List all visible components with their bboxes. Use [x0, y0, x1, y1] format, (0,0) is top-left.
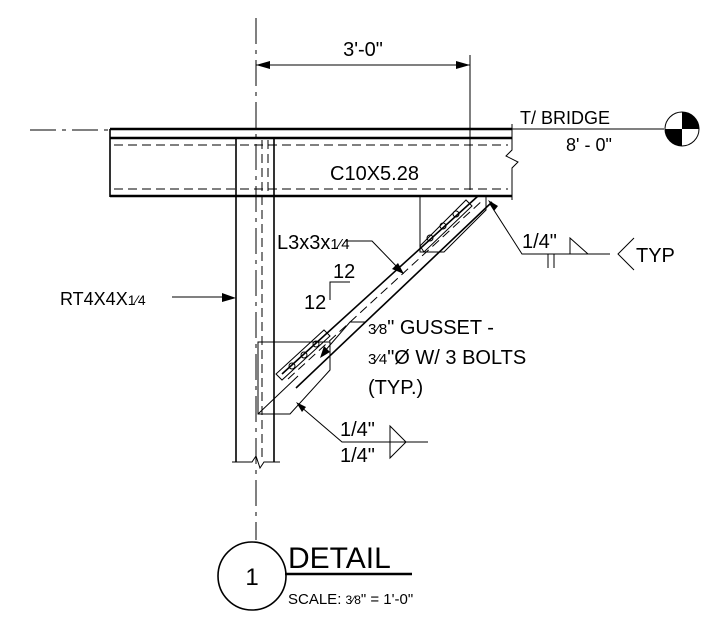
top-gusset — [419, 195, 487, 253]
gusset-line-3: (TYP.) — [368, 377, 423, 399]
tube-fraction: 1⁄4 — [128, 292, 146, 308]
weld-top-size: 1/4" — [522, 231, 557, 253]
bolt — [312, 340, 320, 348]
scale-fraction: 3⁄8 — [346, 593, 362, 607]
scale-value: " = 1'-0" — [361, 591, 413, 608]
angle-label: L3x3x — [277, 232, 330, 254]
dimension-label: 3'-0" — [343, 39, 383, 61]
elevation-marker: T/ BRIDGE 8' - 0" — [512, 108, 700, 155]
detail-number: 1 — [245, 564, 258, 591]
weld-bottom-size-bottom: 1/4" — [340, 445, 375, 467]
angle-callout: L3x3x1⁄4 — [277, 232, 404, 274]
channel-beam: C10X5.28 — [109, 124, 519, 200]
tube-callout: RT4X4X1⁄4 — [60, 289, 236, 309]
detail-number-circle — [217, 541, 287, 611]
svg-text:3⁄4"Ø W/ 3 BOLTS: 3⁄4"Ø W/ 3 BOLTS — [368, 347, 526, 369]
channel-label: C10X5.28 — [330, 163, 419, 185]
angle-fraction: 1⁄4 — [330, 236, 349, 253]
weld-top-note: TYP — [636, 245, 675, 267]
tube-column — [232, 138, 280, 470]
scale-label: SCALE: — [288, 591, 346, 608]
detail-name: DETAIL — [288, 542, 391, 575]
bolt — [300, 351, 308, 359]
slope-run: 12 — [304, 292, 326, 314]
bottom-gusset — [257, 341, 331, 415]
weld-bottom-size-top: 1/4" — [340, 419, 375, 441]
detail-title: 1 DETAIL SCALE: 3⁄8" = 1'-0" — [217, 541, 413, 611]
bolt — [452, 210, 460, 218]
elevation-label: T/ BRIDGE — [520, 108, 610, 128]
elevation-value: 8' - 0" — [566, 135, 612, 155]
weld-symbol-top: 1/4" TYP — [488, 200, 675, 271]
tube-label: RT4X4X — [60, 289, 128, 309]
angle-brace — [275, 195, 493, 389]
svg-text:SCALE: 3⁄8" = 1'-0": SCALE: 3⁄8" = 1'-0" — [288, 591, 413, 608]
gusset-line-2: "Ø W/ 3 BOLTS — [387, 347, 526, 369]
gusset-fraction-1: 3⁄8 — [368, 321, 387, 338]
dimension-3ft: 3'-0" — [256, 39, 471, 190]
weld-symbol-bottom: 1/4" 1/4" — [296, 402, 428, 467]
slope-rise: 12 — [333, 261, 355, 283]
slope-indicator: 12 12 — [304, 261, 355, 314]
bolt — [426, 234, 434, 242]
bolt — [288, 362, 296, 370]
gusset-callout: 3⁄8" GUSSET - 3⁄4"Ø W/ 3 BOLTS (TYP.) — [320, 317, 526, 399]
svg-text:RT4X4X1⁄4: RT4X4X1⁄4 — [60, 289, 146, 309]
gusset-fraction-2: 3⁄4 — [368, 351, 387, 368]
svg-text:L3x3x1⁄4: L3x3x1⁄4 — [277, 232, 350, 254]
svg-text:3⁄8" GUSSET -: 3⁄8" GUSSET - — [368, 317, 494, 339]
gusset-line-1: " GUSSET - — [387, 317, 494, 339]
